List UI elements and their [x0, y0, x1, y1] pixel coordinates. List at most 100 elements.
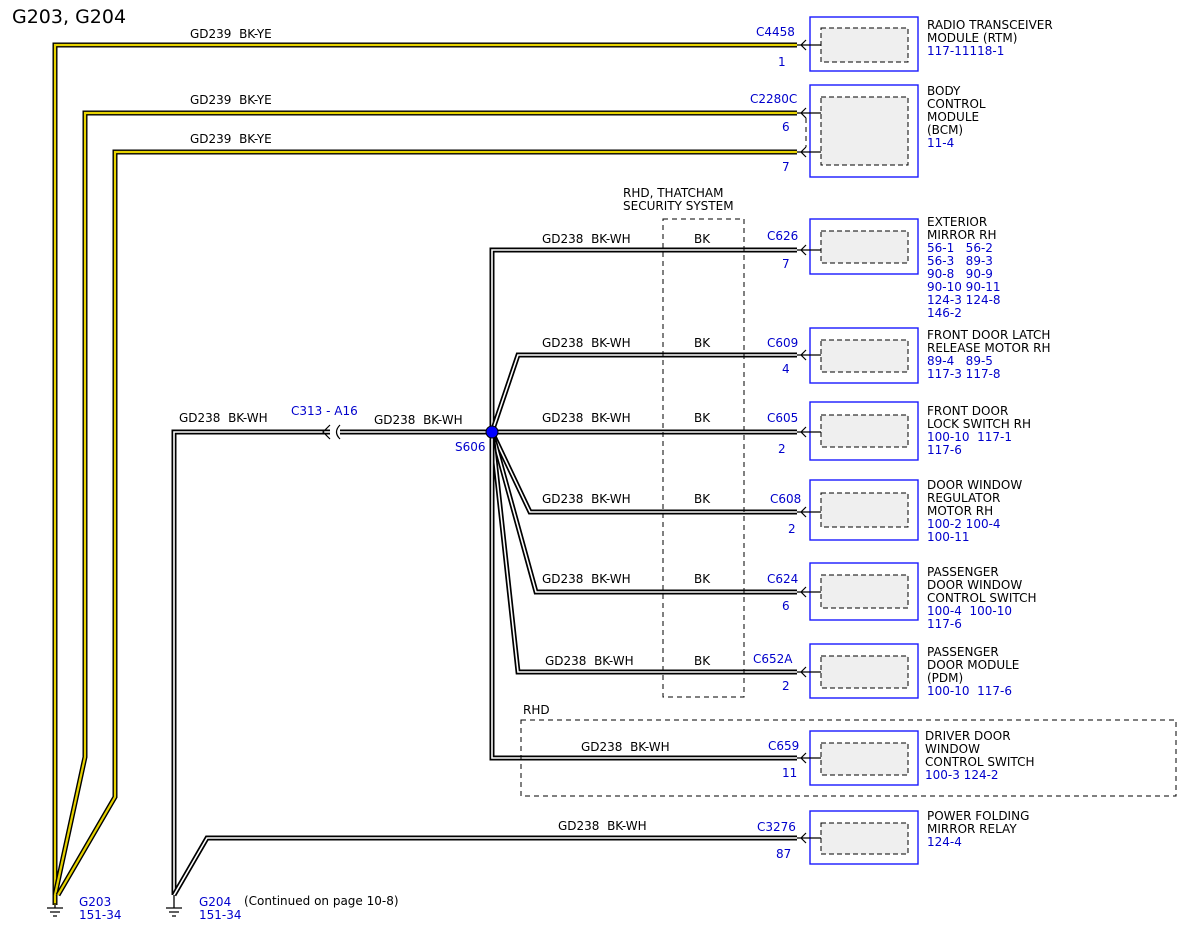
module-regulator-ref-2: 100-11	[927, 530, 970, 544]
ground-g204-name: G204	[199, 895, 231, 909]
module-regulator-name-2: REGULATOR	[927, 491, 1000, 505]
wire-gd238-c626	[489, 247, 797, 432]
module-lock-ref-1: 100-10 117-1	[927, 430, 1012, 444]
module-pass-switch-ref-1: 100-4 100-10	[927, 604, 1012, 618]
module-pass-switch-name-1: PASSENGER	[927, 565, 999, 579]
wire-label-gd238-c605: GD238 BK-WH	[542, 411, 631, 425]
module-bcm	[797, 84, 919, 178]
wire-label-gd238-c3276: GD238 BK-WH	[558, 819, 647, 833]
module-front-door-latch	[797, 327, 919, 384]
module-regulator-ref-1: 100-2 100-4	[927, 517, 1001, 531]
module-mirror-ref-1: 56-1 56-2	[927, 241, 993, 255]
bk-label-c652a: BK	[694, 654, 711, 668]
module-bcm-name-4: (BCM)	[927, 123, 963, 137]
pin-c626-7: 7	[782, 257, 790, 271]
module-pdm-name-3: (PDM)	[927, 671, 963, 685]
connector-c4458: C4458	[756, 25, 795, 39]
ground-g204-ref: 151-34	[199, 908, 242, 922]
bk-label-c608: BK	[694, 492, 711, 506]
connector-c624: C624	[767, 572, 798, 586]
module-window-regulator	[797, 479, 919, 541]
rhd-label: RHD	[523, 703, 550, 717]
module-rtm-ref-1: 117-11118-1	[927, 44, 1004, 58]
bk-label-c605: BK	[694, 411, 711, 425]
wire-gd238-c608	[489, 430, 797, 515]
pin-c659-11: 11	[782, 766, 797, 780]
wire-gd238-c659	[489, 432, 797, 761]
module-relay-ref-1: 124-4	[927, 835, 962, 849]
ground-g203-ref: 151-34	[79, 908, 122, 922]
thatcham-label-line1: RHD, THATCHAM	[623, 186, 723, 200]
inline-connector-c313	[322, 424, 341, 440]
pin-c2280c-6: 6	[782, 120, 790, 134]
wire-label-gd238-c608: GD238 BK-WH	[542, 492, 631, 506]
module-mirror-ref-2: 56-3 89-3	[927, 254, 993, 268]
pin-c3276-87: 87	[776, 847, 791, 861]
wire-label-gd238-c659: GD238 BK-WH	[581, 740, 670, 754]
module-bcm-name-1: BODY	[927, 84, 961, 98]
module-rtm	[797, 16, 919, 72]
bk-label-c624: BK	[694, 572, 711, 586]
module-pass-switch-ref-2: 117-6	[927, 617, 962, 631]
module-pass-switch-name-3: CONTROL SWITCH	[927, 591, 1036, 605]
ground-symbol-g204	[166, 895, 182, 917]
thatcham-option-box	[662, 218, 745, 698]
page-title: G203, G204	[12, 6, 126, 28]
module-pdm-name-1: PASSENGER	[927, 645, 999, 659]
module-pass-switch-name-2: DOOR WINDOW	[927, 578, 1022, 592]
module-latch-name-1: FRONT DOOR LATCH	[927, 328, 1050, 342]
pin-c652a-2: 2	[782, 679, 790, 693]
module-bcm-name-3: MODULE	[927, 110, 979, 124]
module-rtm-name-1: RADIO TRANSCEIVER	[927, 18, 1053, 32]
inline-connector-label: C313 - A16	[291, 404, 358, 418]
wire-label-gd238-splice: GD238 BK-WH	[374, 413, 463, 427]
module-pdm-ref-1: 100-10 117-6	[927, 684, 1012, 698]
module-exterior-mirror-rh	[797, 218, 919, 275]
continued-note[interactable]: (Continued on page 10-8)	[244, 894, 399, 908]
module-driver-switch-name-3: CONTROL SWITCH	[925, 755, 1034, 769]
module-mirror-name-2: MIRROR RH	[927, 228, 997, 242]
module-latch-name-2: RELEASE MOTOR RH	[927, 341, 1051, 355]
splice-label: S606	[455, 440, 486, 454]
module-driver-switch-ref-1: 100-3 124-2	[925, 768, 999, 782]
module-relay-name-1: POWER FOLDING	[927, 809, 1029, 823]
wire-gd238-c609	[489, 352, 797, 433]
module-relay-name-2: MIRROR RELAY	[927, 822, 1017, 836]
module-mirror-ref-6: 146-2	[927, 306, 962, 320]
module-lock-name-1: FRONT DOOR	[927, 404, 1008, 418]
pin-c624-6: 6	[782, 599, 790, 613]
pin-c605-2: 2	[778, 442, 786, 456]
connector-c626: C626	[767, 229, 798, 243]
wire-gd238-c624	[489, 431, 797, 595]
module-bcm-ref-1: 11-4	[927, 136, 954, 150]
wire-label-gd239-bcm-6: GD239 BK-YE	[190, 93, 272, 107]
wire-gd239-bcm-6	[52, 110, 797, 896]
wire-label-gd238-c652a: GD238 BK-WH	[545, 654, 634, 668]
module-driver-switch-name-2: WINDOW	[925, 742, 980, 756]
pin-c609-4: 4	[782, 362, 790, 376]
pin-c4458-1: 1	[778, 55, 786, 69]
module-latch-ref-1: 89-4 89-5	[927, 354, 993, 368]
bk-label-c609: BK	[694, 336, 711, 350]
connector-c2280c: C2280C	[750, 92, 797, 106]
module-passenger-window-switch	[797, 562, 919, 621]
pin-c608-2: 2	[788, 522, 796, 536]
wire-label-gd238-main: GD238 BK-WH	[179, 411, 268, 425]
module-bcm-name-2: CONTROL	[927, 97, 986, 111]
module-mirror-ref-5: 124-3 124-8	[927, 293, 1001, 307]
wire-label-gd239-rtm: GD239 BK-YE	[190, 27, 272, 41]
module-folding-mirror-relay	[797, 810, 919, 865]
connector-c659: C659	[768, 739, 799, 753]
bk-label-c626: BK	[694, 232, 711, 246]
module-mirror-ref-3: 90-8 90-9	[927, 267, 993, 281]
module-mirror-name-1: EXTERIOR	[927, 215, 987, 229]
ground-g203-name: G203	[79, 895, 111, 909]
wire-gd238-c3276	[171, 835, 797, 897]
connector-c652a: C652A	[753, 652, 793, 666]
module-mirror-ref-4: 90-10 90-11	[927, 280, 1001, 294]
thatcham-label-line2: SECURITY SYSTEM	[623, 199, 734, 213]
module-pdm	[797, 643, 919, 699]
module-front-door-lock-switch	[797, 401, 919, 461]
connector-c3276: C3276	[757, 820, 796, 834]
